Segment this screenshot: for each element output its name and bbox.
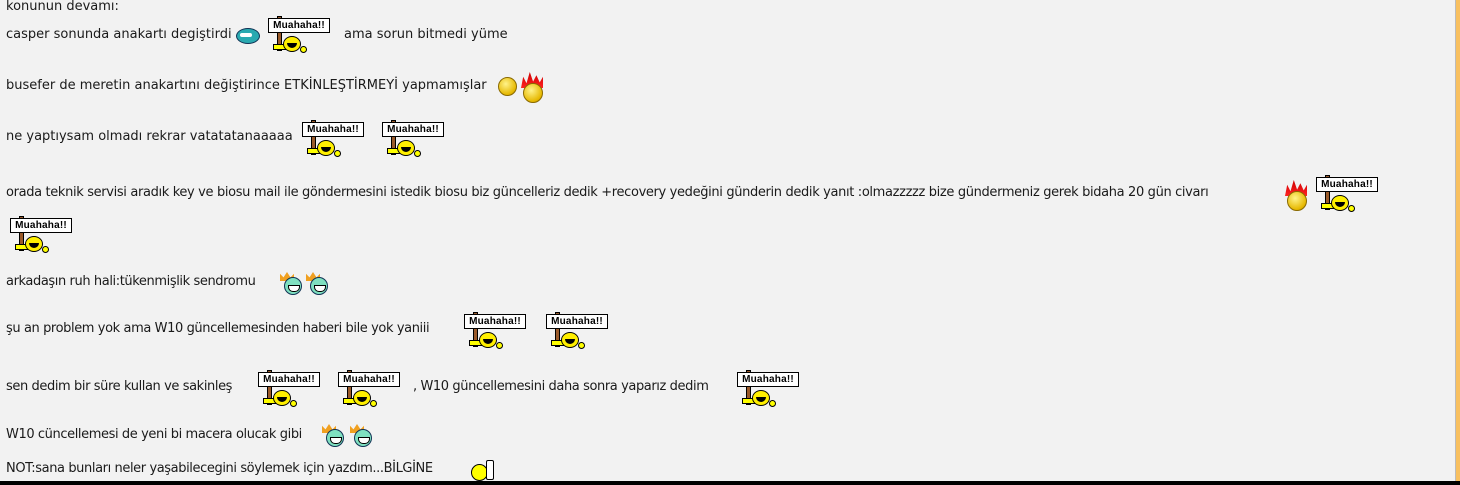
muahaha-sign-emoticon-icon: Muahaha!! [258, 370, 322, 407]
bottom-edge [0, 481, 1460, 485]
post-line: konunun devamı: [6, 0, 119, 14]
post-line: sen dedim bir süre kullan ve sakinleş [6, 379, 233, 394]
post-line: şu an problem yok ama W10 güncellemesind… [6, 321, 430, 336]
thumbs-up-smiley-icon [471, 460, 495, 481]
post-line-continued: ama sorun bitmedi yüme [344, 27, 508, 42]
post-line-continued: , W10 güncellemesini daha sonra yaparız … [413, 379, 709, 394]
muahaha-sign-emoticon-icon: Muahaha!! [302, 120, 366, 157]
ninja-emoticon-icon [236, 28, 260, 44]
muahaha-sign-emoticon-icon: Muahaha!! [464, 312, 528, 349]
muahaha-sign-emoticon-icon: Muahaha!! [382, 120, 446, 157]
post-line: arkadaşın ruh hali:tükenmişlik sendromu [6, 274, 256, 289]
muahaha-sign-emoticon-icon: Muahaha!! [268, 16, 332, 53]
muahaha-sign-emoticon-icon: Muahaha!! [10, 216, 74, 253]
muahaha-sign-emoticon-icon: Muahaha!! [546, 312, 610, 349]
post-line: busefer de meretin anakartını değiştirin… [6, 78, 487, 93]
crown-grin-emoticon-icon [306, 272, 328, 295]
muahaha-sign-emoticon-icon: Muahaha!! [338, 370, 402, 407]
content-border [1455, 0, 1456, 485]
content-border-accent [1456, 0, 1460, 485]
muahaha-sign-emoticon-icon: Muahaha!! [737, 370, 801, 407]
muahaha-sign-emoticon-icon: Muahaha!! [1316, 175, 1380, 212]
sleepy-smiley-icon [498, 77, 517, 96]
post-line: orada teknik servisi aradık key ve biosu… [6, 185, 1209, 200]
crown-grin-emoticon-icon [280, 272, 302, 295]
post-line: NOT:sana bunları neler yaşabilecegini sö… [6, 461, 433, 476]
crown-grin-emoticon-icon [350, 424, 372, 447]
crown-grin-emoticon-icon [322, 424, 344, 447]
post-line: W10 cüncellemesi de yeni bi macera oluca… [6, 427, 302, 442]
post-line: casper sonunda anakartı degiştirdi [6, 27, 232, 42]
post-line: ne yaptıysam olmadı rekrar vatatatanaaaa… [6, 129, 293, 144]
angry-fire-smiley-icon [521, 72, 543, 103]
angry-fire-smiley-icon [1285, 180, 1307, 211]
